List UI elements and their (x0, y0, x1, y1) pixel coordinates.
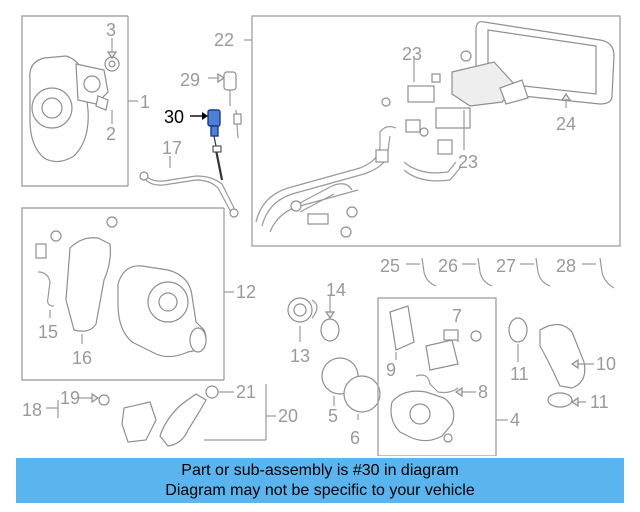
part-30-highlighted-sensor (190, 109, 224, 181)
callout-10: 10 (596, 354, 616, 374)
group-12-assembly (21, 207, 234, 381)
callout-9: 9 (386, 360, 396, 380)
callout-17: 17 (162, 138, 182, 158)
callout-30: 30 (164, 107, 184, 127)
callout-24: 24 (556, 114, 576, 134)
callout-27: 27 (496, 256, 516, 276)
callout-28: 28 (556, 256, 576, 276)
callout-23-top: 23 (402, 44, 422, 64)
callout-5: 5 (328, 406, 338, 426)
callout-7: 7 (452, 306, 462, 326)
group-1-assembly (21, 15, 138, 187)
callout-13: 13 (290, 346, 310, 366)
callout-25: 25 (380, 256, 400, 276)
callout-18: 18 (22, 400, 42, 420)
callout-15: 15 (38, 322, 58, 342)
callout-3: 3 (106, 20, 116, 40)
parts-diagram: 3 2 1 29 30 17 (21, 15, 621, 456)
callout-12: 12 (236, 282, 256, 302)
callout-20: 20 (278, 406, 298, 426)
info-banner: Part or sub-assembly is #30 in diagram D… (16, 458, 624, 503)
callout-29: 29 (180, 70, 200, 90)
banner-line-1: Part or sub-assembly is #30 in diagram (181, 462, 459, 479)
callout-26: 26 (438, 256, 458, 276)
part-17-pipe (139, 156, 239, 218)
callout-6: 6 (350, 428, 360, 448)
callout-23-bottom: 23 (458, 152, 478, 172)
group-18-21-assembly (46, 384, 276, 447)
callout-19: 19 (60, 388, 80, 408)
callout-21: 21 (236, 382, 256, 402)
parts-10-11 (508, 317, 594, 408)
callout-4: 4 (510, 410, 520, 430)
hoses-25-28 (406, 257, 615, 289)
callout-14: 14 (326, 280, 346, 300)
callout-2: 2 (106, 124, 116, 144)
callout-11-left: 11 (510, 364, 529, 384)
banner-line-2: Diagram may not be specific to your vehi… (165, 482, 475, 499)
callout-1: 1 (140, 92, 150, 112)
callout-11-right: 11 (590, 392, 609, 412)
part-29-sensor (208, 71, 242, 139)
callout-8: 8 (478, 382, 488, 402)
group-4-assembly (377, 297, 508, 456)
callout-22: 22 (214, 30, 234, 50)
callout-16: 16 (72, 348, 92, 368)
parts-13-14-5-6 (287, 296, 381, 420)
group-22-assembly (244, 15, 621, 247)
